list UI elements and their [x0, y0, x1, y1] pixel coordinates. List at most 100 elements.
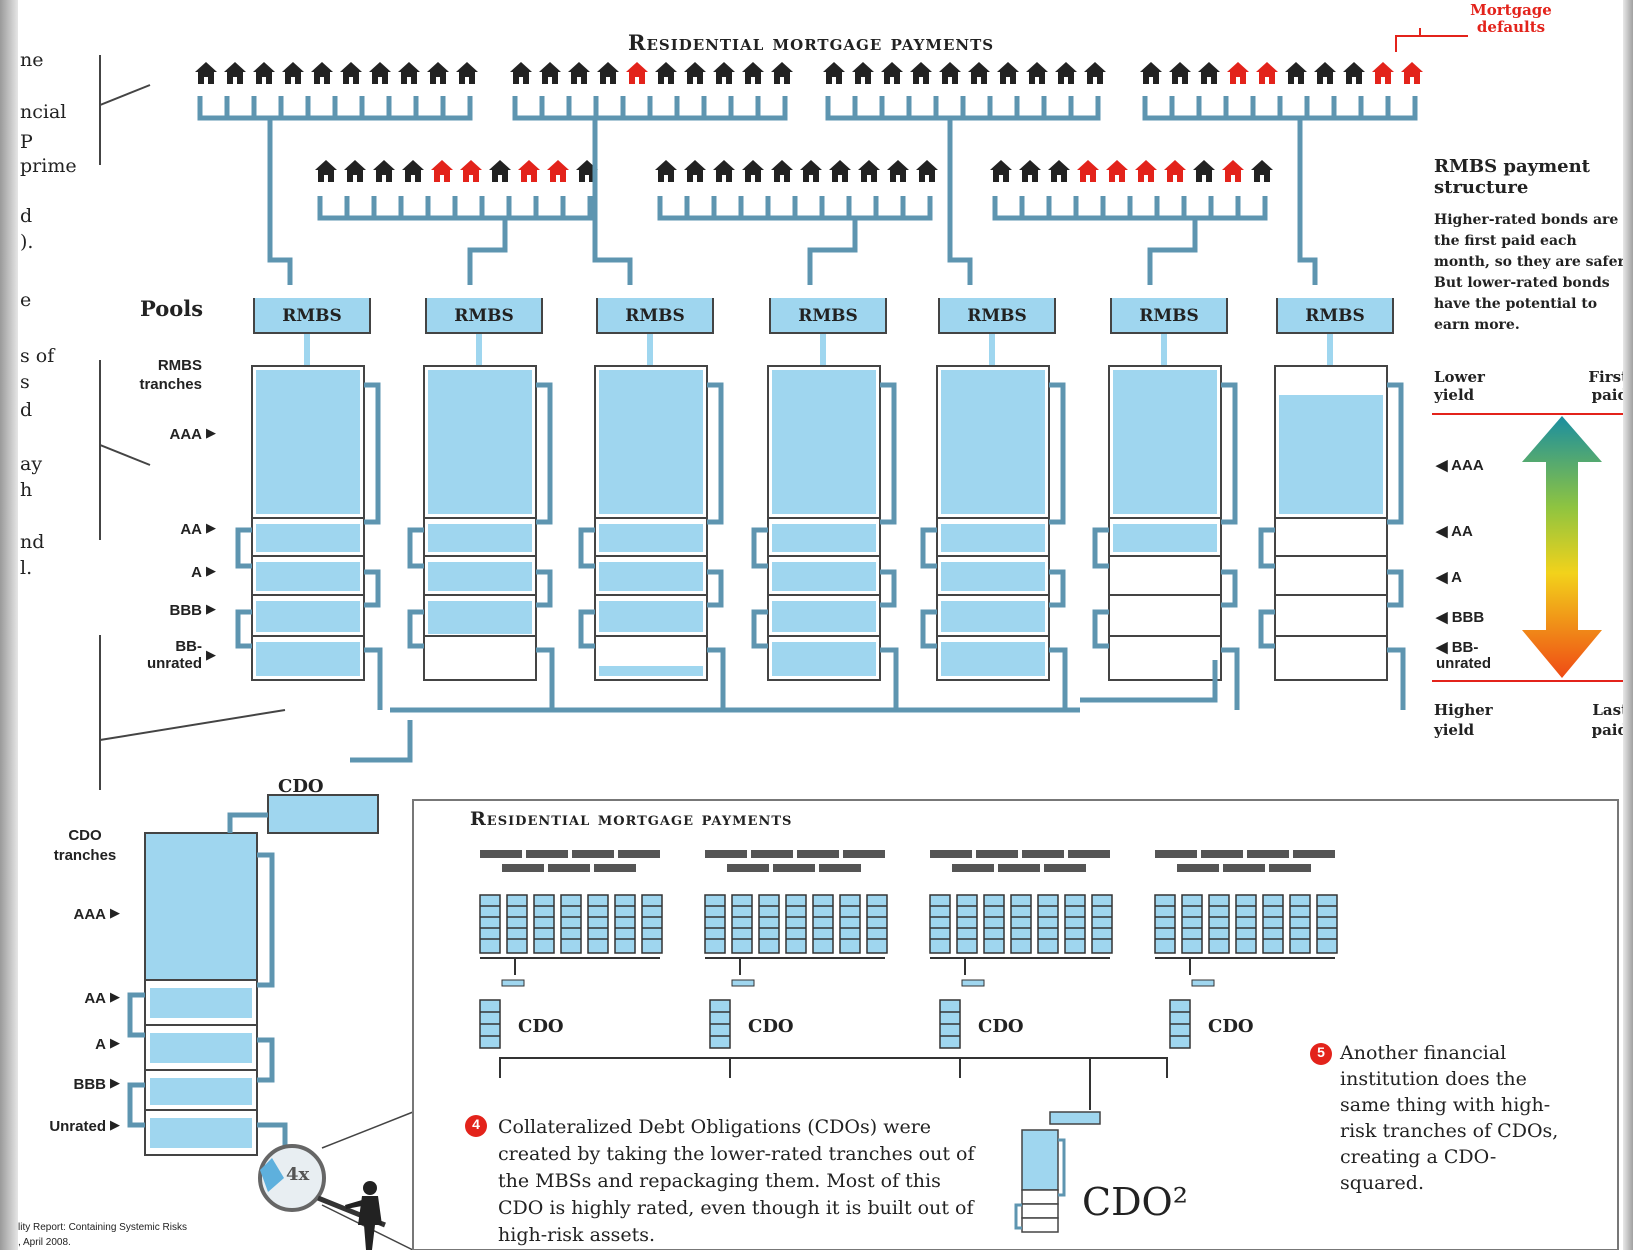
- house-icon: [518, 160, 540, 182]
- arrow-marker-icon: ▶: [110, 1118, 120, 1133]
- cdo-tranche-a: A: [95, 1036, 106, 1053]
- left-brackets: [99, 55, 286, 790]
- house-icon: [224, 62, 246, 84]
- house-icon: [369, 62, 391, 84]
- house-icon: [597, 62, 619, 84]
- structure-body: Higher-rated bonds are the first paid ea…: [1434, 212, 1629, 333]
- step5-text: Another financial institution does the s…: [1340, 1042, 1559, 1194]
- house-icon: [1251, 160, 1273, 182]
- tranche-label-bbb: BBB: [169, 602, 203, 619]
- mini-cdo-stack: [709, 979, 755, 1049]
- house-icon: [655, 160, 677, 182]
- house-icon: [997, 62, 1019, 84]
- structure-level-bb-unrated: ◀ BB-unrated: [1436, 639, 1492, 672]
- house-icon: [431, 160, 453, 182]
- structure-level-bbb: ◀ BBB: [1436, 609, 1485, 626]
- house-icon: [626, 62, 648, 84]
- left-fragment: e: [20, 289, 32, 311]
- left-fragment: ay: [20, 453, 43, 475]
- house-icon: [282, 62, 304, 84]
- house-icon: [1372, 62, 1394, 84]
- house-icon: [742, 160, 764, 182]
- house-icon: [742, 62, 764, 84]
- cdo-tranches-label: CDO tranches: [53, 827, 117, 864]
- house-icon: [311, 62, 333, 84]
- arrow-marker-icon: ▶: [110, 906, 120, 921]
- house-icon: [771, 62, 793, 84]
- inset-cdo-label: CDO: [978, 1016, 1024, 1037]
- rmbs-vessel: [407, 332, 555, 710]
- house-icon: [1285, 62, 1307, 84]
- mini-cdo-stack: [479, 979, 525, 1049]
- inset-cdo-label: CDO: [748, 1016, 794, 1037]
- left-frame-edge: [0, 0, 18, 1250]
- mini-pool-group: [929, 850, 1113, 975]
- rmbs-vessel: [1092, 332, 1240, 710]
- left-fragment: s of: [20, 345, 55, 367]
- rmbs-vessels: [235, 332, 1406, 710]
- house-icon: [1077, 160, 1099, 182]
- left-fragment: ncial: [20, 101, 67, 123]
- rmbs-box: RMBS: [596, 298, 714, 334]
- arrow-marker-icon: ▶: [110, 1076, 120, 1091]
- house-icon: [800, 160, 822, 182]
- arrow-marker-icon: ▶: [206, 521, 216, 536]
- house-icon: [684, 62, 706, 84]
- inset-cdo-label: CDO: [1208, 1016, 1254, 1037]
- house-icon: [427, 62, 449, 84]
- left-fragment: P: [20, 131, 33, 153]
- step5-number: 5: [1317, 1044, 1325, 1060]
- house-icon: [402, 160, 424, 182]
- cdo-tranche-aa: AA: [84, 990, 106, 1007]
- house-icon: [713, 160, 735, 182]
- house-icon: [852, 62, 874, 84]
- magnifier-glass: [258, 1111, 414, 1250]
- rmbs-vessel: [235, 332, 383, 710]
- left-fragment: ).: [20, 231, 34, 253]
- house-icon: [1106, 160, 1128, 182]
- rmbs-box: RMBS: [1110, 298, 1228, 334]
- house-icon: [881, 62, 903, 84]
- arrow-marker-icon: ▶: [206, 602, 216, 617]
- house-icon: [771, 160, 793, 182]
- house-icon: [990, 160, 1012, 182]
- house-icon: [823, 62, 845, 84]
- yield-arrow: [1432, 413, 1633, 682]
- top-title: Residential mortgage payments: [628, 30, 995, 55]
- rmbs-vessel: [578, 332, 726, 710]
- arrow-marker-icon: ▶: [206, 426, 216, 441]
- rmbs-vessel: [1258, 332, 1406, 710]
- house-icon: [1055, 62, 1077, 84]
- cdo-tranche-aaa: AAA: [73, 906, 107, 923]
- tranche-label-bb-unrated: BB-unrated: [146, 638, 202, 672]
- house-icon: [1401, 62, 1423, 84]
- structure-level-aa: ◀ AA: [1436, 523, 1473, 540]
- left-fragment: l.: [20, 557, 33, 579]
- magnifier-label: 4x: [286, 1164, 310, 1185]
- rmbs-box: RMBS: [938, 298, 1056, 334]
- step5-marker: [1310, 1043, 1332, 1065]
- house-icon: [1198, 62, 1220, 84]
- house-icon: [456, 62, 478, 84]
- house-icon: [253, 62, 275, 84]
- house-icon: [547, 160, 569, 182]
- inset-title: Residential mortgage payments: [470, 808, 793, 830]
- left-fragment: prime: [20, 155, 77, 177]
- arrow-marker-icon: ▶: [206, 564, 216, 579]
- step4-number: 4: [472, 1116, 480, 1132]
- house-icon: [910, 62, 932, 84]
- arrow-marker-icon: ▶: [206, 648, 216, 663]
- house-icon: [1140, 62, 1162, 84]
- mortgage-defaults-label: Mortgage defaults: [1470, 1, 1552, 36]
- house-groups: [195, 62, 1423, 182]
- house-icon: [1026, 62, 1048, 84]
- pools-label: Pools: [140, 296, 204, 321]
- structure-title: RMBS payment structure: [1434, 156, 1590, 198]
- house-icon: [315, 160, 337, 182]
- cdo-tranche-bbb: BBB: [73, 1076, 107, 1093]
- mini-pool-group: [1154, 850, 1338, 975]
- mini-pools: [479, 850, 1338, 975]
- rmbs-vessel: [751, 332, 899, 710]
- house-icon: [460, 160, 482, 182]
